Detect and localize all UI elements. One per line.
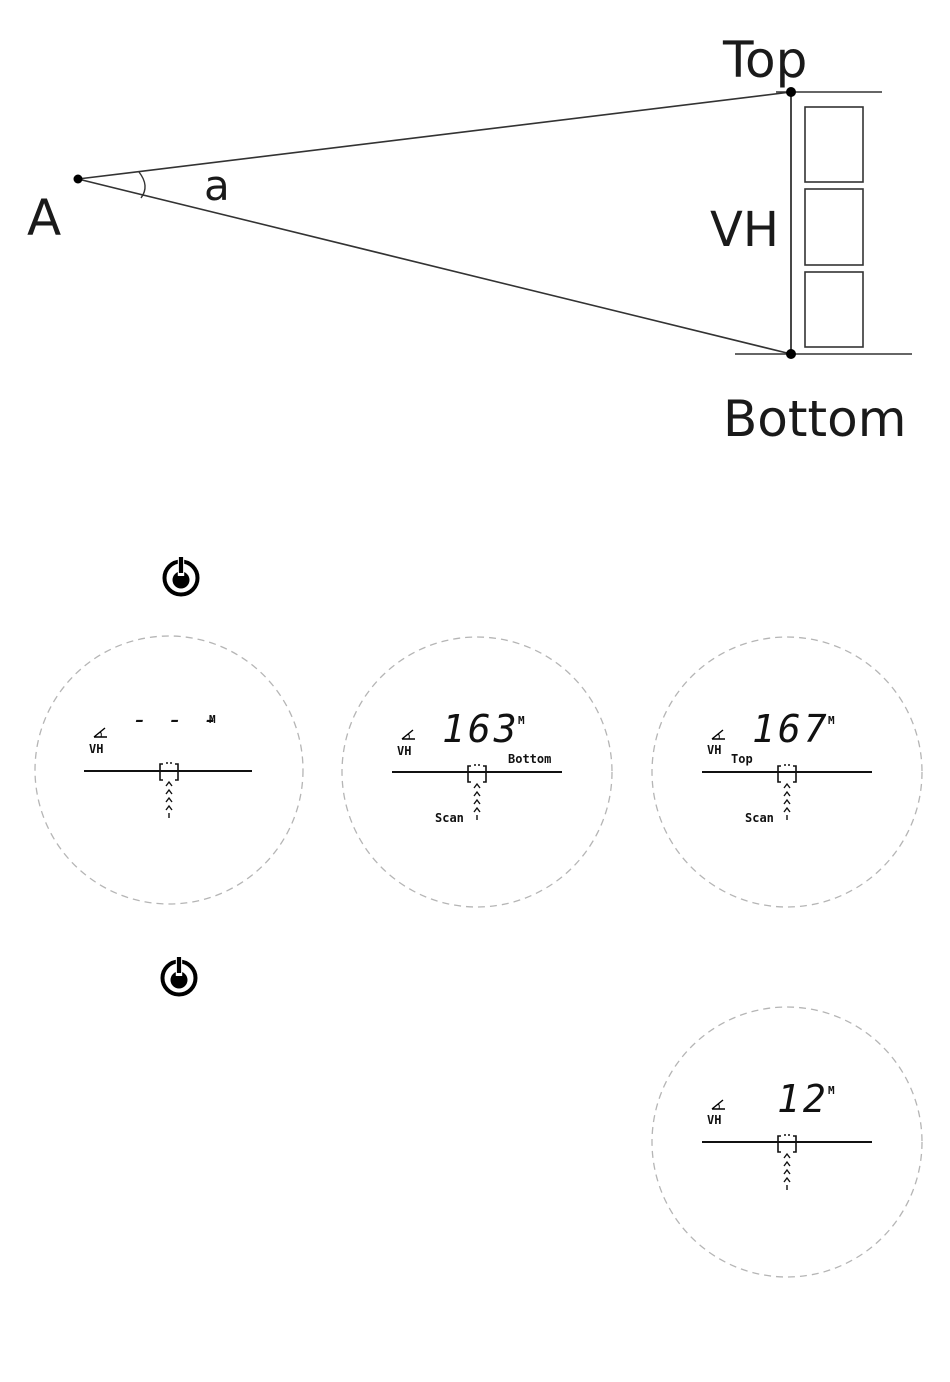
mode-label: VH (397, 744, 411, 758)
scan-arrow-icon (474, 784, 480, 820)
reticle-center-marker (778, 765, 796, 782)
unit-label: M (209, 713, 216, 726)
scan-label: Scan (745, 811, 774, 825)
unit-label: M (828, 714, 835, 727)
distance-value: 167 (752, 707, 830, 751)
position-label: Top (731, 752, 753, 766)
scan-arrow-icon (784, 1154, 790, 1190)
scope-display: VH 12 M (652, 1007, 922, 1277)
mode-label: VH (707, 1113, 721, 1127)
scope-display: VH Top 167 M Scan (652, 637, 922, 907)
scope-display: VH - - - M (35, 636, 303, 904)
scan-label: Scan (435, 811, 464, 825)
reticle-center-marker (468, 765, 486, 782)
angle-icon (712, 730, 725, 739)
mode-label: VH (89, 742, 103, 756)
distance-value: 12 (777, 1077, 829, 1121)
angle-icon (402, 730, 415, 739)
scope-display: VH 163 M Bottom Scan (342, 637, 612, 907)
angle-icon (94, 728, 107, 737)
scan-arrow-icon (784, 784, 790, 820)
angle-icon (712, 1100, 725, 1109)
mode-label: VH (707, 743, 721, 757)
position-label: Bottom (508, 752, 551, 766)
scan-arrow-icon (166, 782, 172, 818)
unit-label: M (518, 714, 525, 727)
distance-value: 163 (442, 707, 520, 751)
distance-value: - - - (132, 705, 220, 735)
reticle-center-marker (778, 1135, 796, 1152)
unit-label: M (828, 1084, 835, 1097)
